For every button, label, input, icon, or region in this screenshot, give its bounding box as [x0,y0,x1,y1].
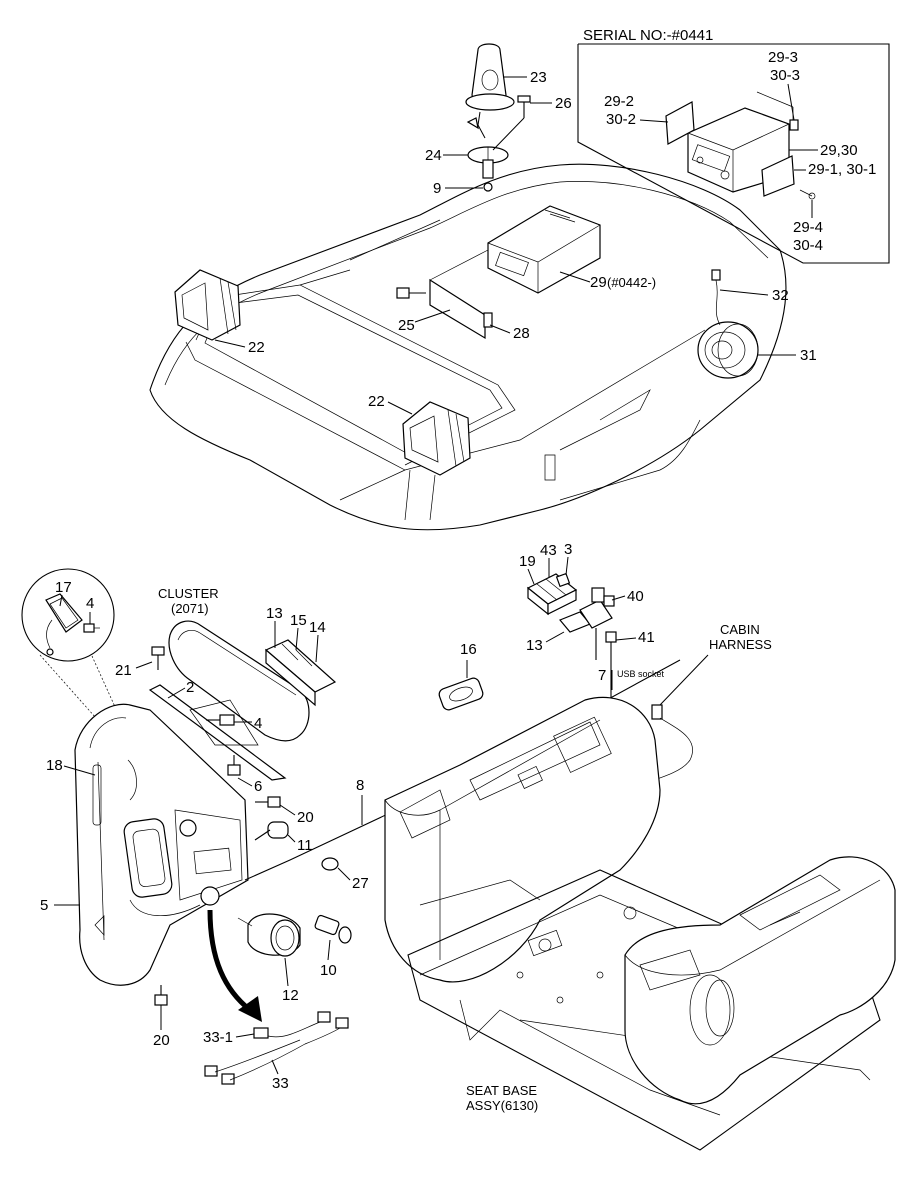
radio-unit-inset [665,91,816,200]
label-3: 3 [564,541,572,558]
label-25: 25 [398,317,415,334]
label-29-serial: (#0442-) [607,275,656,290]
label-16: 16 [460,641,477,658]
bolt-21 [151,646,165,670]
usb-plate-16 [438,677,484,711]
label-33-1: 33-1 [203,1029,233,1046]
label-9: 9 [433,180,441,197]
switch-block-19-43-3 [526,572,578,616]
bolt-26 [492,95,531,151]
label-11: 11 [297,837,313,854]
rear-console [624,856,896,1105]
cabin-harness-label-1: CABIN [720,622,760,637]
wire-32 [711,269,721,326]
nut-4 [206,714,235,726]
label-20-upper: 20 [297,809,314,826]
usb-socket-label: USB socket [617,669,665,679]
label-4: 4 [254,715,262,732]
plug-27 [321,857,339,871]
usb-parts [559,587,617,715]
label-15: 15 [290,612,307,629]
label-13: 13 [266,605,283,622]
label-29-1-30-1: 29-1, 30-1 [808,161,876,178]
work-lamp-right [402,401,471,476]
cluster-label: CLUSTER [158,586,219,601]
label-40: 40 [627,588,644,605]
cabin-harness-label-2: HARNESS [709,637,772,652]
label-27: 27 [352,875,369,892]
label-22-left: 22 [248,339,265,356]
label-20-lower: 20 [153,1032,170,1049]
label-29-4: 29-4 [793,219,823,236]
beacon-lamp [465,43,515,139]
label-6: 6 [254,778,262,795]
label-4-callout: 4 [86,595,94,612]
radio-29 [487,205,601,294]
speaker-31 [697,321,759,379]
serial-title: SERIAL NO:-#0441 [583,27,713,44]
label-28: 28 [513,325,530,342]
label-12: 12 [282,987,299,1004]
label-29-30: 29,30 [820,142,858,159]
beacon-base [467,146,509,192]
switch-block-13-15-14 [264,639,337,707]
label-21: 21 [115,662,132,679]
label-30-4: 30-4 [793,237,823,254]
socket-11 [254,821,289,841]
work-lamp-left [174,269,241,341]
label-7: 7 [598,667,606,684]
cluster-housing [168,620,310,742]
seat-base-label-1: SEAT BASE [466,1083,537,1098]
label-17: 17 [55,579,72,596]
label-32: 32 [772,287,789,304]
label-22-right: 22 [368,393,385,410]
label-13-console: 13 [526,637,543,654]
cab-roof [149,163,787,531]
label-41: 41 [638,629,655,646]
cluster-code: (2071) [171,601,209,616]
console-body [384,696,661,983]
bolt-6 [227,755,241,776]
bracket-2 [148,684,287,781]
label-26: 26 [555,95,572,112]
side-panel-5 [74,703,249,986]
serial-inset-frame [577,43,890,264]
label-30-3: 30-3 [770,67,800,84]
label-24: 24 [425,147,442,164]
label-33: 33 [272,1075,289,1092]
label-29: 29 [590,274,607,291]
harness-33 [204,1011,349,1085]
bolt-25 [396,287,426,299]
label-43: 43 [540,542,557,559]
label-30-2: 30-2 [606,111,636,128]
bracket-28 [429,249,493,340]
label-8: 8 [356,777,364,794]
label-10: 10 [320,962,337,979]
label-18: 18 [46,757,63,774]
gauge-12 [237,913,301,957]
label-29-3: 29-3 [768,49,798,66]
pointer-arrowhead [238,996,262,1022]
label-29-2: 29-2 [604,93,634,110]
bolt-20-upper [255,796,281,808]
bolt-20-lower [154,985,168,1006]
label-14: 14 [309,619,326,636]
label-19: 19 [519,553,536,570]
label-2: 2 [186,679,194,696]
serial-inset: SERIAL NO:-#0441 29-3 30-3 29-2 30-2 29,… [577,27,890,264]
label-23: 23 [530,69,547,86]
label-5: 5 [40,897,48,914]
switch-10 [314,914,352,944]
pointer-arrow [207,909,252,1012]
seat-base-label-2: ASSY(6130) [466,1098,538,1113]
label-31: 31 [800,347,817,364]
